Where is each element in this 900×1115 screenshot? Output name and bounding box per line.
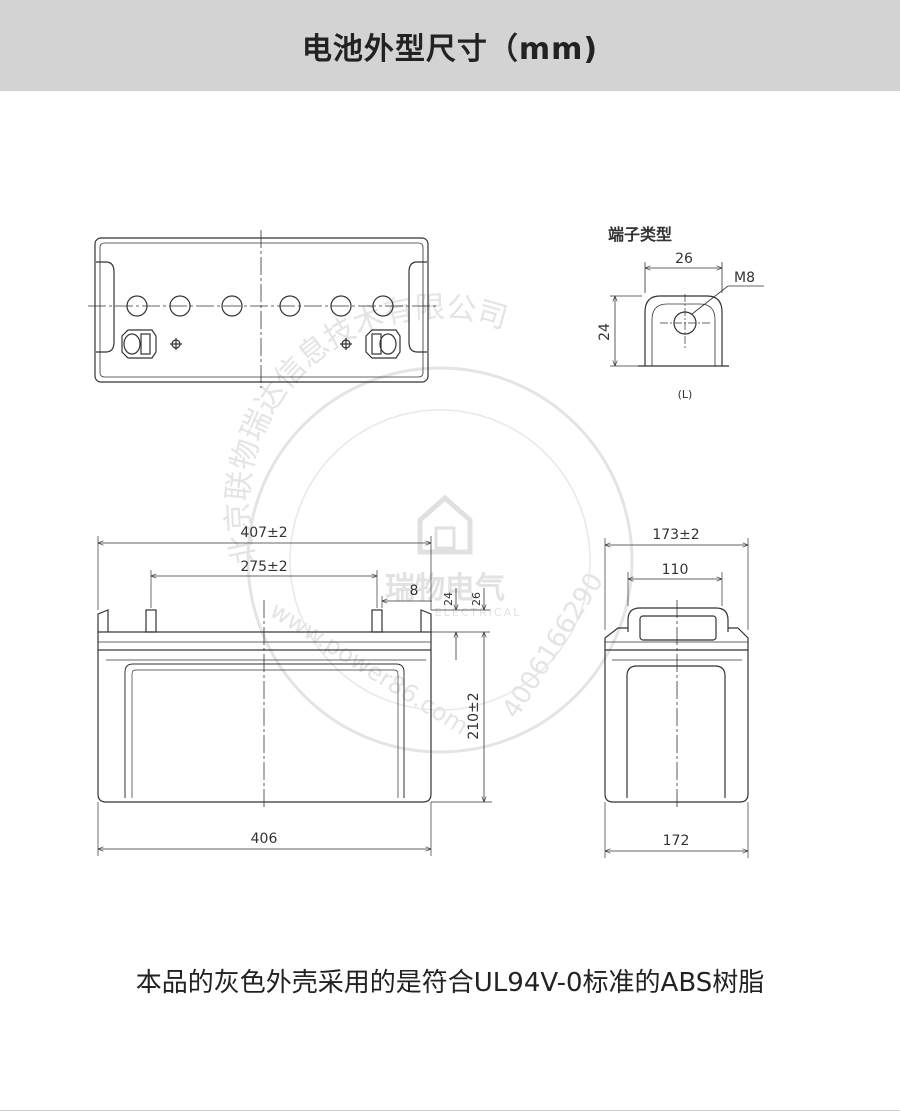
top-view-outline (94, 237, 429, 383)
front-terminal-height-label: 24 (442, 592, 455, 606)
side-overall-width-label: 173±2 (652, 527, 699, 543)
front-terminal-offset-label: 8 (410, 583, 419, 599)
vent-caps (126, 295, 394, 317)
top-terminal-negative (121, 329, 182, 359)
terminal-width-label: 26 (675, 251, 693, 267)
terminal-bolt-label: M8 (734, 270, 755, 286)
front-overall-length-label: 407±2 (240, 525, 287, 541)
watermark: 北京联物瑞达信息技术有限公司 瑞物电气 ELECTRICAL www.power… (221, 290, 634, 754)
top-terminal-positive (340, 329, 401, 359)
front-terminal-left (145, 609, 157, 633)
front-terminal-spacing-label: 275±2 (240, 559, 287, 575)
side-lid (604, 627, 749, 650)
front-view (97, 536, 492, 856)
watermark-inner-ring (289, 409, 591, 711)
bottom-divider (0, 1110, 900, 1111)
side-base-width-label: 172 (663, 833, 690, 849)
material-caption: 本品的灰色外壳采用的是符合UL94V-0标准的ABS树脂 (135, 968, 765, 998)
terminal-detail (610, 262, 764, 367)
front-base-length-label: 406 (251, 831, 278, 847)
side-view (604, 538, 749, 858)
watermark-brand-en: ELECTRICAL (435, 606, 522, 619)
terminal-body (644, 295, 723, 366)
battery-dimension-drawing: 北京联物瑞达信息技术有限公司 瑞物电气 ELECTRICAL www.power… (88, 225, 764, 858)
side-body (604, 650, 749, 803)
header-bar: 电池外型尺寸（mm) (0, 0, 900, 91)
front-lid (97, 631, 432, 651)
terminal-type-label: (L) (678, 388, 693, 401)
terminal-height-label: 24 (597, 323, 613, 341)
watermark-outer-ring (246, 366, 634, 754)
side-handle (627, 607, 729, 632)
front-terminal-height-total-label: 26 (470, 592, 483, 606)
side-handle-width-label: 110 (662, 562, 689, 578)
top-view-left-handle (96, 261, 115, 353)
terminal-bolt-leader (691, 285, 729, 315)
front-height-label: 210±2 (466, 692, 482, 739)
top-view-right-handle (408, 261, 427, 353)
page-title: 电池外型尺寸（mm) (301, 31, 599, 67)
house-icon (417, 494, 473, 555)
top-view (88, 230, 436, 388)
terminal-type-title: 端子类型 (608, 225, 672, 244)
front-body (97, 650, 432, 803)
watermark-brand: 瑞物电气 (385, 571, 505, 606)
watermark-phone: 4006166290 (497, 568, 610, 724)
front-terminal-right (371, 609, 383, 633)
